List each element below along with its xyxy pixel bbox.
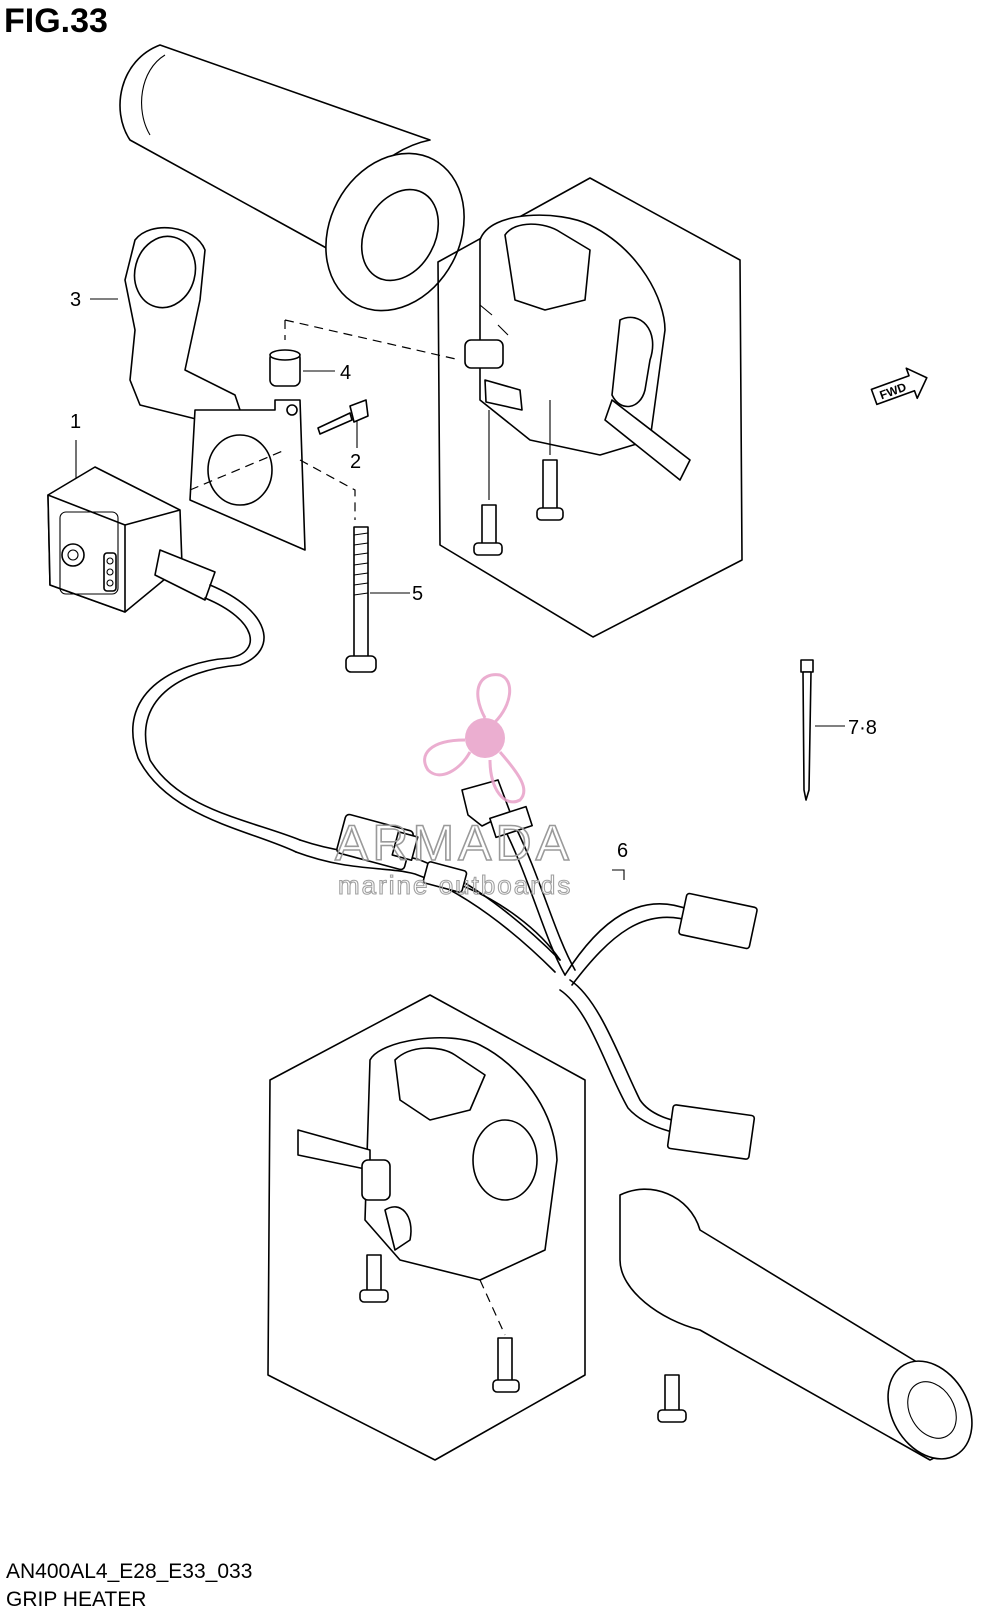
figure-name: GRIP HEATER	[6, 1588, 147, 1611]
callout-6: 6	[617, 840, 628, 862]
callout-5: 5	[412, 583, 423, 605]
callout-1: 1	[70, 411, 81, 433]
callout-3: 3	[70, 289, 81, 311]
top-grip	[119, 44, 465, 312]
callout-7-8: 7·8	[848, 717, 877, 739]
part-2-screw	[317, 399, 369, 435]
watermark-subtext: marine outboards	[338, 870, 572, 900]
upper-switch-box	[437, 177, 743, 638]
callout-4: 4	[340, 362, 351, 384]
part-6-harness	[295, 779, 758, 1160]
part-4-spacer	[269, 349, 301, 387]
watermark-text: ARMADA	[335, 815, 573, 871]
watermark-logo-icon	[423, 673, 526, 804]
lower-switch-box	[267, 994, 586, 1461]
part-5-bolt	[345, 526, 377, 673]
lower-grip	[619, 1188, 973, 1461]
part-3-bracket	[124, 226, 306, 551]
figure-title: FIG.33	[4, 2, 108, 40]
fwd-arrow-icon: FWD	[870, 367, 928, 406]
part-1-switch	[47, 466, 301, 853]
leader-lines	[75, 298, 845, 727]
callout-2: 2	[350, 451, 361, 473]
figure-code: AN400AL4_E28_E33_033	[6, 1560, 253, 1583]
part-7-8-cable-tie	[800, 659, 814, 801]
